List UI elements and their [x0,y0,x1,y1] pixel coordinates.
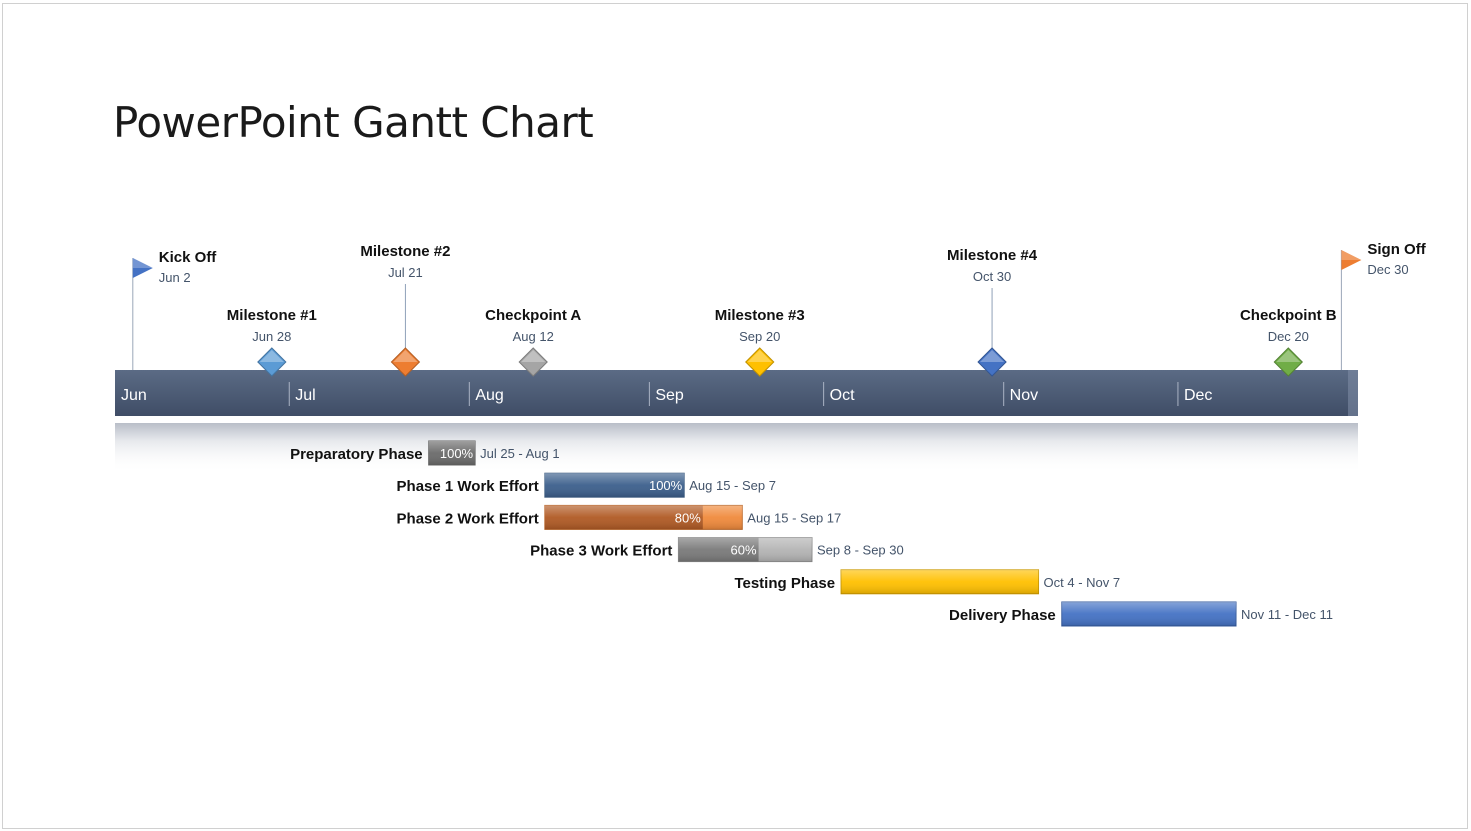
flag-icon [1341,250,1362,270]
month-label-aug: Aug [475,387,503,404]
task-bar-gloss [544,473,685,498]
milestone-diamond-highlight [747,350,772,362]
milestone-date: Dec 20 [1268,329,1309,344]
milestone-date: Sep 20 [739,329,780,344]
page-title: PowerPoint Gantt Chart [113,98,594,147]
milestone-diamond-highlight [980,350,1005,362]
task-bar-gloss [1061,602,1237,626]
timeline-shadow [115,423,1358,473]
task-bar-gloss [544,505,743,530]
flag-date: Jun 2 [159,270,191,285]
month-label-jul: Jul [295,387,315,404]
milestone-diamond [518,347,548,377]
milestone-label: Milestone #4 [947,247,1038,264]
task-row: 100% Phase 1 Work Effort Aug 15 - Sep 7 [397,472,776,498]
milestone-diamond [977,347,1007,377]
milestone-date: Oct 30 [973,269,1011,284]
task-bar-gloss [678,537,813,562]
task-bar-gloss [428,441,476,465]
task-date-range: Aug 15 - Sep 17 [747,510,841,525]
task-progress-label: 100% [440,446,474,461]
task-date-range: Nov 11 - Dec 11 [1241,607,1333,622]
milestone-diamond [257,347,287,377]
month-label-sep: Sep [655,387,684,404]
task-row: 60% Phase 3 Work Effort Sep 8 - Sep 30 [530,537,904,563]
flag-highlight [1341,250,1362,260]
milestone-diamond-highlight [1276,350,1301,362]
task-label: Phase 2 Work Effort [397,510,539,527]
month-label-nov: Nov [1010,387,1038,404]
month-label-dec: Dec [1184,387,1212,404]
milestone-label: Checkpoint B [1240,307,1337,324]
milestone-diamond [390,347,421,377]
task-bar-gloss [841,569,1039,594]
task-row: Delivery Phase Nov 11 - Dec 11 [949,601,1333,627]
milestone-date: Jul 21 [388,265,423,280]
timeline-band [115,370,1358,416]
task-row: 100% Preparatory Phase Jul 25 - Aug 1 [290,440,560,466]
task-label: Testing Phase [734,575,835,592]
month-label-oct: Oct [830,387,855,404]
milestone-diamond [1273,347,1304,377]
flag-icon [132,258,153,278]
milestone-label: Milestone #3 [715,307,805,324]
milestone-diamond-highlight [393,350,418,362]
task-date-range: Aug 15 - Sep 7 [689,478,776,493]
flag-highlight [132,258,153,268]
milestone-date: Jun 28 [252,329,291,344]
timeline-band-end [1348,370,1358,416]
task-date-range: Sep 8 - Sep 30 [817,543,904,558]
milestone-label: Checkpoint A [485,307,581,324]
milestone-date: Aug 12 [513,329,554,344]
task-row: Testing Phase Oct 4 - Nov 7 [734,569,1121,595]
task-date-range: Oct 4 - Nov 7 [1044,575,1121,590]
task-progress-label: 80% [675,510,701,525]
flag-label: Sign Off [1367,241,1426,258]
task-label: Phase 3 Work Effort [530,543,672,560]
milestone-label: Milestone #2 [360,243,450,260]
task-label: Phase 1 Work Effort [397,478,539,495]
month-label-jun: Jun [121,387,147,404]
task-progress-label: 100% [649,478,683,493]
flag-label: Kick Off [159,249,218,266]
task-progress-label: 60% [731,543,757,558]
flag-date: Dec 30 [1367,262,1408,277]
task-label: Preparatory Phase [290,446,423,463]
milestone-diamond-highlight [521,350,546,362]
task-date-range: Jul 25 - Aug 1 [480,446,559,461]
milestone-diamond [745,347,775,377]
task-row: 80% Phase 2 Work Effort Aug 15 - Sep 17 [397,504,841,530]
milestone-label: Milestone #1 [227,307,317,324]
milestone-diamond-highlight [259,350,284,362]
task-label: Delivery Phase [949,607,1056,624]
